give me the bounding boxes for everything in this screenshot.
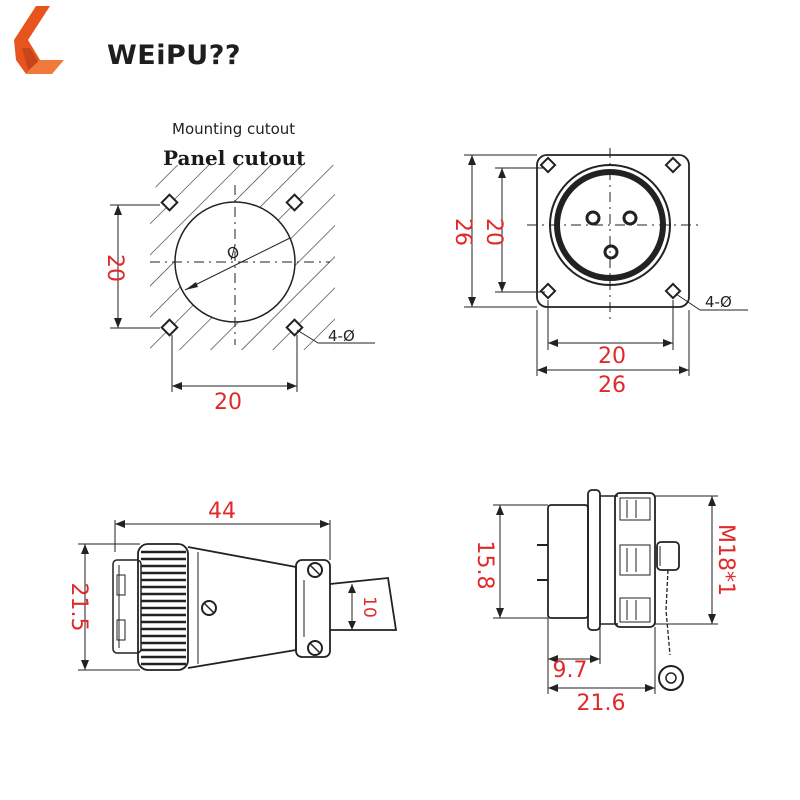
- brand-name: WEiPU??: [107, 40, 242, 71]
- socket-front-inner-height-dim: 20: [481, 218, 506, 246]
- socket-side-view: [493, 489, 718, 694]
- plug-cable-dim: 10: [359, 596, 379, 618]
- socket-front-hole-label: 4-Ø: [705, 293, 732, 311]
- panel-cutout-view: [110, 165, 375, 392]
- plug-side-view: [78, 520, 398, 671]
- brand-logo: [14, 6, 64, 74]
- socket-total-length-dim: 21.6: [577, 691, 626, 716]
- panel-cutout-hole-label: 4-Ø: [328, 327, 355, 345]
- panel-cutout-height-dim: 20: [102, 254, 127, 282]
- socket-front-length-dim: 9.7: [553, 658, 588, 683]
- socket-thread-dim: M18*1: [713, 524, 738, 596]
- plug-length-dim: 44: [208, 499, 236, 524]
- socket-front-view: [464, 148, 748, 376]
- socket-front-outer-width-dim: 26: [598, 373, 626, 398]
- panel-cutout-width-dim: 20: [214, 390, 242, 415]
- panel-cutout-caption: Mounting cutout: [172, 120, 296, 138]
- socket-front-inner-width-dim: 20: [598, 344, 626, 369]
- socket-front-outer-height-dim: 26: [450, 218, 475, 246]
- plug-diameter-dim: 21.5: [66, 583, 91, 632]
- socket-body-height-dim: 15.8: [472, 541, 497, 590]
